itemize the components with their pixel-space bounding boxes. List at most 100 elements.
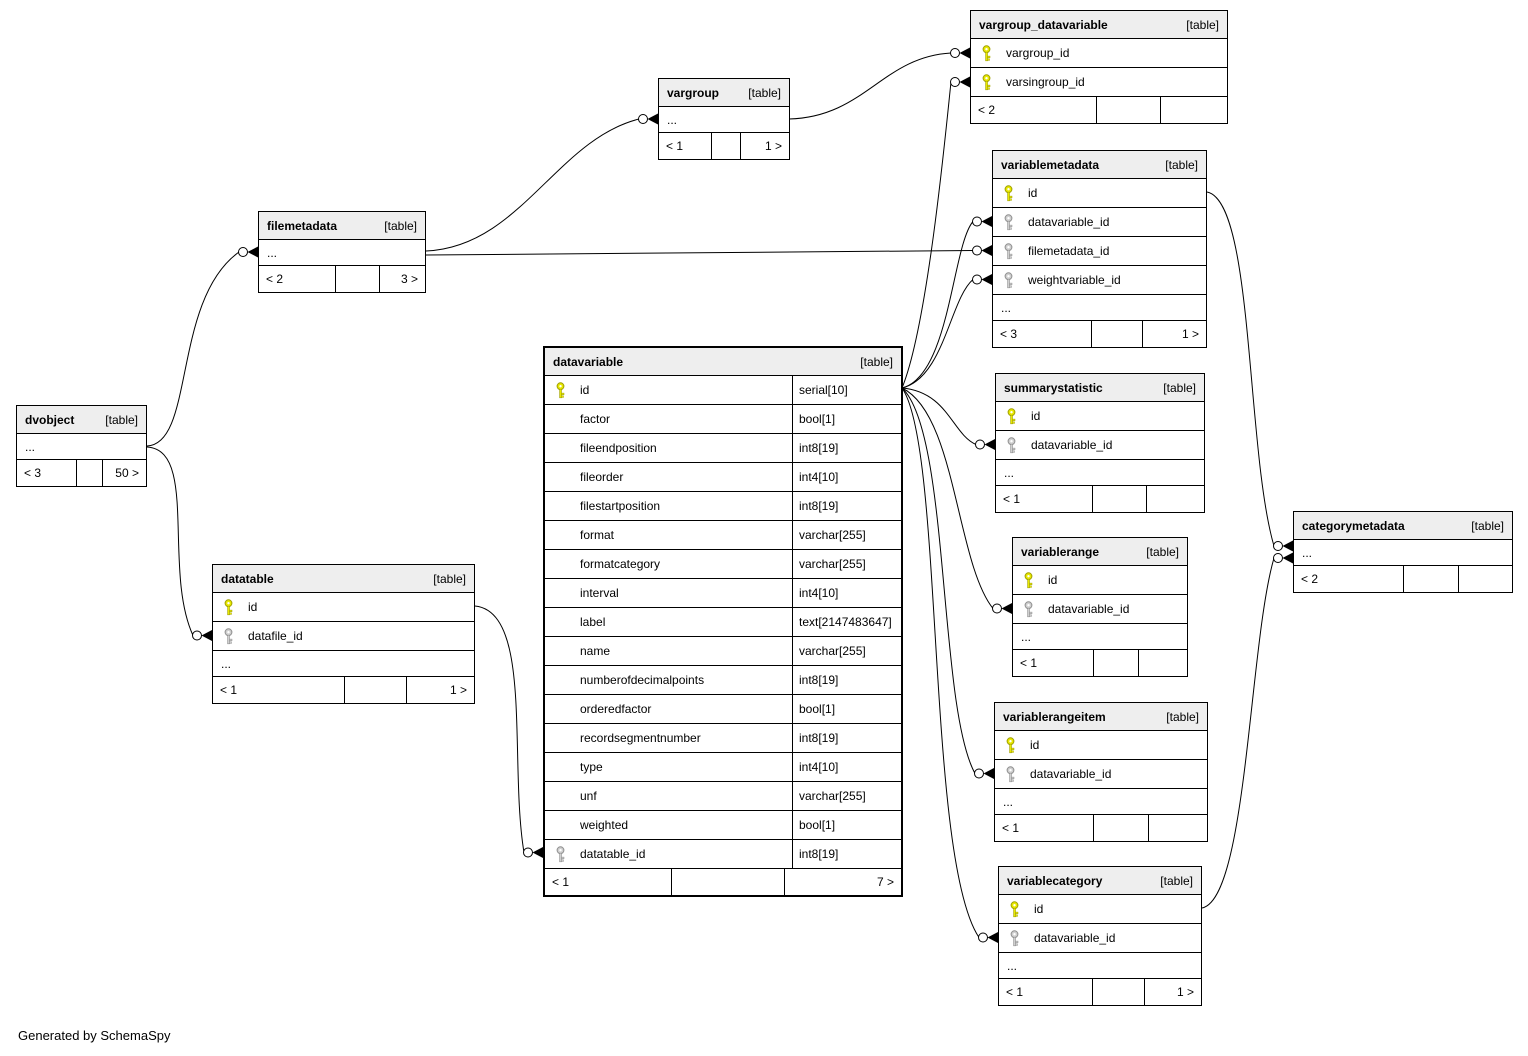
primary-key-icon — [213, 593, 248, 621]
foreign-key-icon — [1013, 595, 1048, 623]
relationship-datavariable-to-vargroup_datavariable — [901, 76, 970, 389]
children-count: < 1 — [1020, 656, 1038, 670]
count-spacer — [711, 133, 740, 159]
table-name[interactable]: summarystatistic — [1004, 380, 1103, 395]
column-type: int8[19] — [792, 666, 901, 694]
primary-key-icon — [971, 39, 1006, 67]
table-type-badge: [table] — [860, 354, 893, 369]
column-row-datavariable_id: datavariable_id — [999, 924, 1201, 953]
table-name[interactable]: datavariable — [553, 354, 624, 369]
column-name: ... — [1004, 465, 1015, 480]
table-name[interactable]: categorymetadata — [1302, 518, 1405, 533]
column-row-id: id — [995, 731, 1207, 760]
table-header-vargroup[interactable]: vargroup[table] — [659, 79, 789, 107]
children-count: < 2 — [1301, 572, 1319, 586]
relationship-vargroup-to-vargroup_datavariable — [788, 47, 970, 120]
table-name[interactable]: dvobject — [25, 412, 75, 427]
column-row-format: format varchar[255] — [545, 521, 901, 550]
column-name: ... — [221, 656, 232, 671]
table-type-badge: [table] — [1146, 544, 1179, 559]
parents-count: 1 > — [1142, 321, 1206, 347]
column-name: datavariable_id — [1028, 215, 1110, 229]
foreign-key-icon — [995, 760, 1030, 788]
table-categorymetadata: categorymetadata [table]... < 2 — [1293, 511, 1513, 593]
table-name[interactable]: vargroup — [667, 85, 720, 100]
foreign-key-icon — [999, 924, 1034, 952]
count-spacer — [76, 460, 102, 486]
relationship-variablecategory-to-categorymetadata — [1201, 552, 1293, 909]
table-header-filemetadata[interactable]: filemetadata[table] — [259, 212, 425, 240]
table-name[interactable]: variablerangeitem — [1003, 709, 1106, 724]
children-count: < 1 — [1002, 821, 1020, 835]
column-type: varchar[255] — [792, 521, 901, 549]
table-header-categorymetadata[interactable]: categorymetadata [table] — [1294, 512, 1512, 540]
children-count: < 3 — [24, 466, 42, 480]
table-name[interactable]: vargroup_datavariable — [979, 17, 1108, 32]
table-name[interactable]: variablecategory — [1007, 873, 1103, 888]
table-type-badge: [table] — [433, 571, 466, 586]
column-row-id: id — [213, 593, 474, 622]
zero-circle-icon — [238, 247, 248, 257]
parents-count: 1 > — [406, 677, 474, 703]
column-type: int8[19] — [792, 492, 901, 520]
column-row-id: id — [1013, 566, 1187, 595]
table-name[interactable]: filemetadata — [267, 218, 338, 233]
column-name: ... — [25, 439, 36, 454]
table-header-variablemetadata[interactable]: variablemetadata[table] — [993, 151, 1206, 179]
column-name: vargroup_id — [1006, 46, 1070, 60]
parents-count: 1 > — [1144, 979, 1201, 1005]
crow-foot-arrow-icon — [981, 216, 992, 227]
hidden-columns-row: ... — [213, 651, 474, 677]
column-name: datatable_id — [580, 847, 646, 861]
column-row-id: id — [993, 179, 1206, 208]
table-name[interactable]: variablerange — [1021, 544, 1100, 559]
table-header-datavariable[interactable]: datavariable [table] — [545, 348, 901, 376]
table-type-badge: [table] — [1471, 518, 1504, 533]
column-name: id — [1030, 738, 1040, 752]
table-header-vargroup_datavariable[interactable]: vargroup_datavariable[table] — [971, 11, 1227, 39]
column-name: formatcategory — [580, 557, 661, 571]
table-header-datatable[interactable]: datatable [table] — [213, 565, 474, 593]
column-type: serial[10] — [792, 376, 901, 404]
column-row-datafile_id: datafile_id — [213, 622, 474, 651]
table-header-variablerange[interactable]: variablerange [table] — [1013, 538, 1187, 566]
relationship-datavariable-to-variablerange — [901, 387, 1012, 614]
parents-count — [1138, 650, 1187, 676]
primary-key-icon — [545, 376, 580, 404]
table-header-variablecategory[interactable]: variablecategory[table] — [999, 867, 1201, 895]
crow-foot-arrow-icon — [247, 246, 258, 258]
relationship-filemetadata-to-variablemetadata — [425, 245, 992, 256]
column-name: weightvariable_id — [1028, 273, 1121, 287]
key-spacer — [545, 811, 580, 839]
crow-foot-arrow-icon — [987, 932, 998, 943]
zero-circle-icon — [992, 603, 1002, 614]
table-header-variablerangeitem[interactable]: variablerangeitem[table] — [995, 703, 1207, 731]
column-name: format — [580, 528, 615, 542]
table-name[interactable]: variablemetadata — [1001, 157, 1100, 172]
hidden-columns-row: ... — [996, 460, 1204, 486]
column-name: ... — [1001, 300, 1012, 315]
column-name: fileorder — [580, 470, 624, 484]
column-name: datafile_id — [248, 629, 303, 643]
column-name: interval — [580, 586, 619, 600]
zero-circle-icon — [1273, 541, 1283, 551]
column-name: id — [1034, 902, 1044, 916]
crow-foot-arrow-icon — [1282, 552, 1293, 564]
key-spacer — [545, 695, 580, 723]
hidden-columns-row: ... — [995, 789, 1207, 815]
table-name[interactable]: datatable — [221, 571, 274, 586]
count-spacer — [1092, 815, 1148, 841]
primary-key-icon — [1013, 566, 1048, 594]
table-header-summarystatistic[interactable]: summarystatistic[table] — [996, 374, 1204, 402]
children-count: < 1 — [552, 875, 570, 889]
column-name: ... — [1302, 545, 1313, 560]
column-row-varsingroup_id: varsingroup_id — [971, 68, 1227, 97]
foreign-key-icon — [993, 237, 1028, 265]
table-header-dvobject[interactable]: dvobject[table] — [17, 406, 146, 434]
